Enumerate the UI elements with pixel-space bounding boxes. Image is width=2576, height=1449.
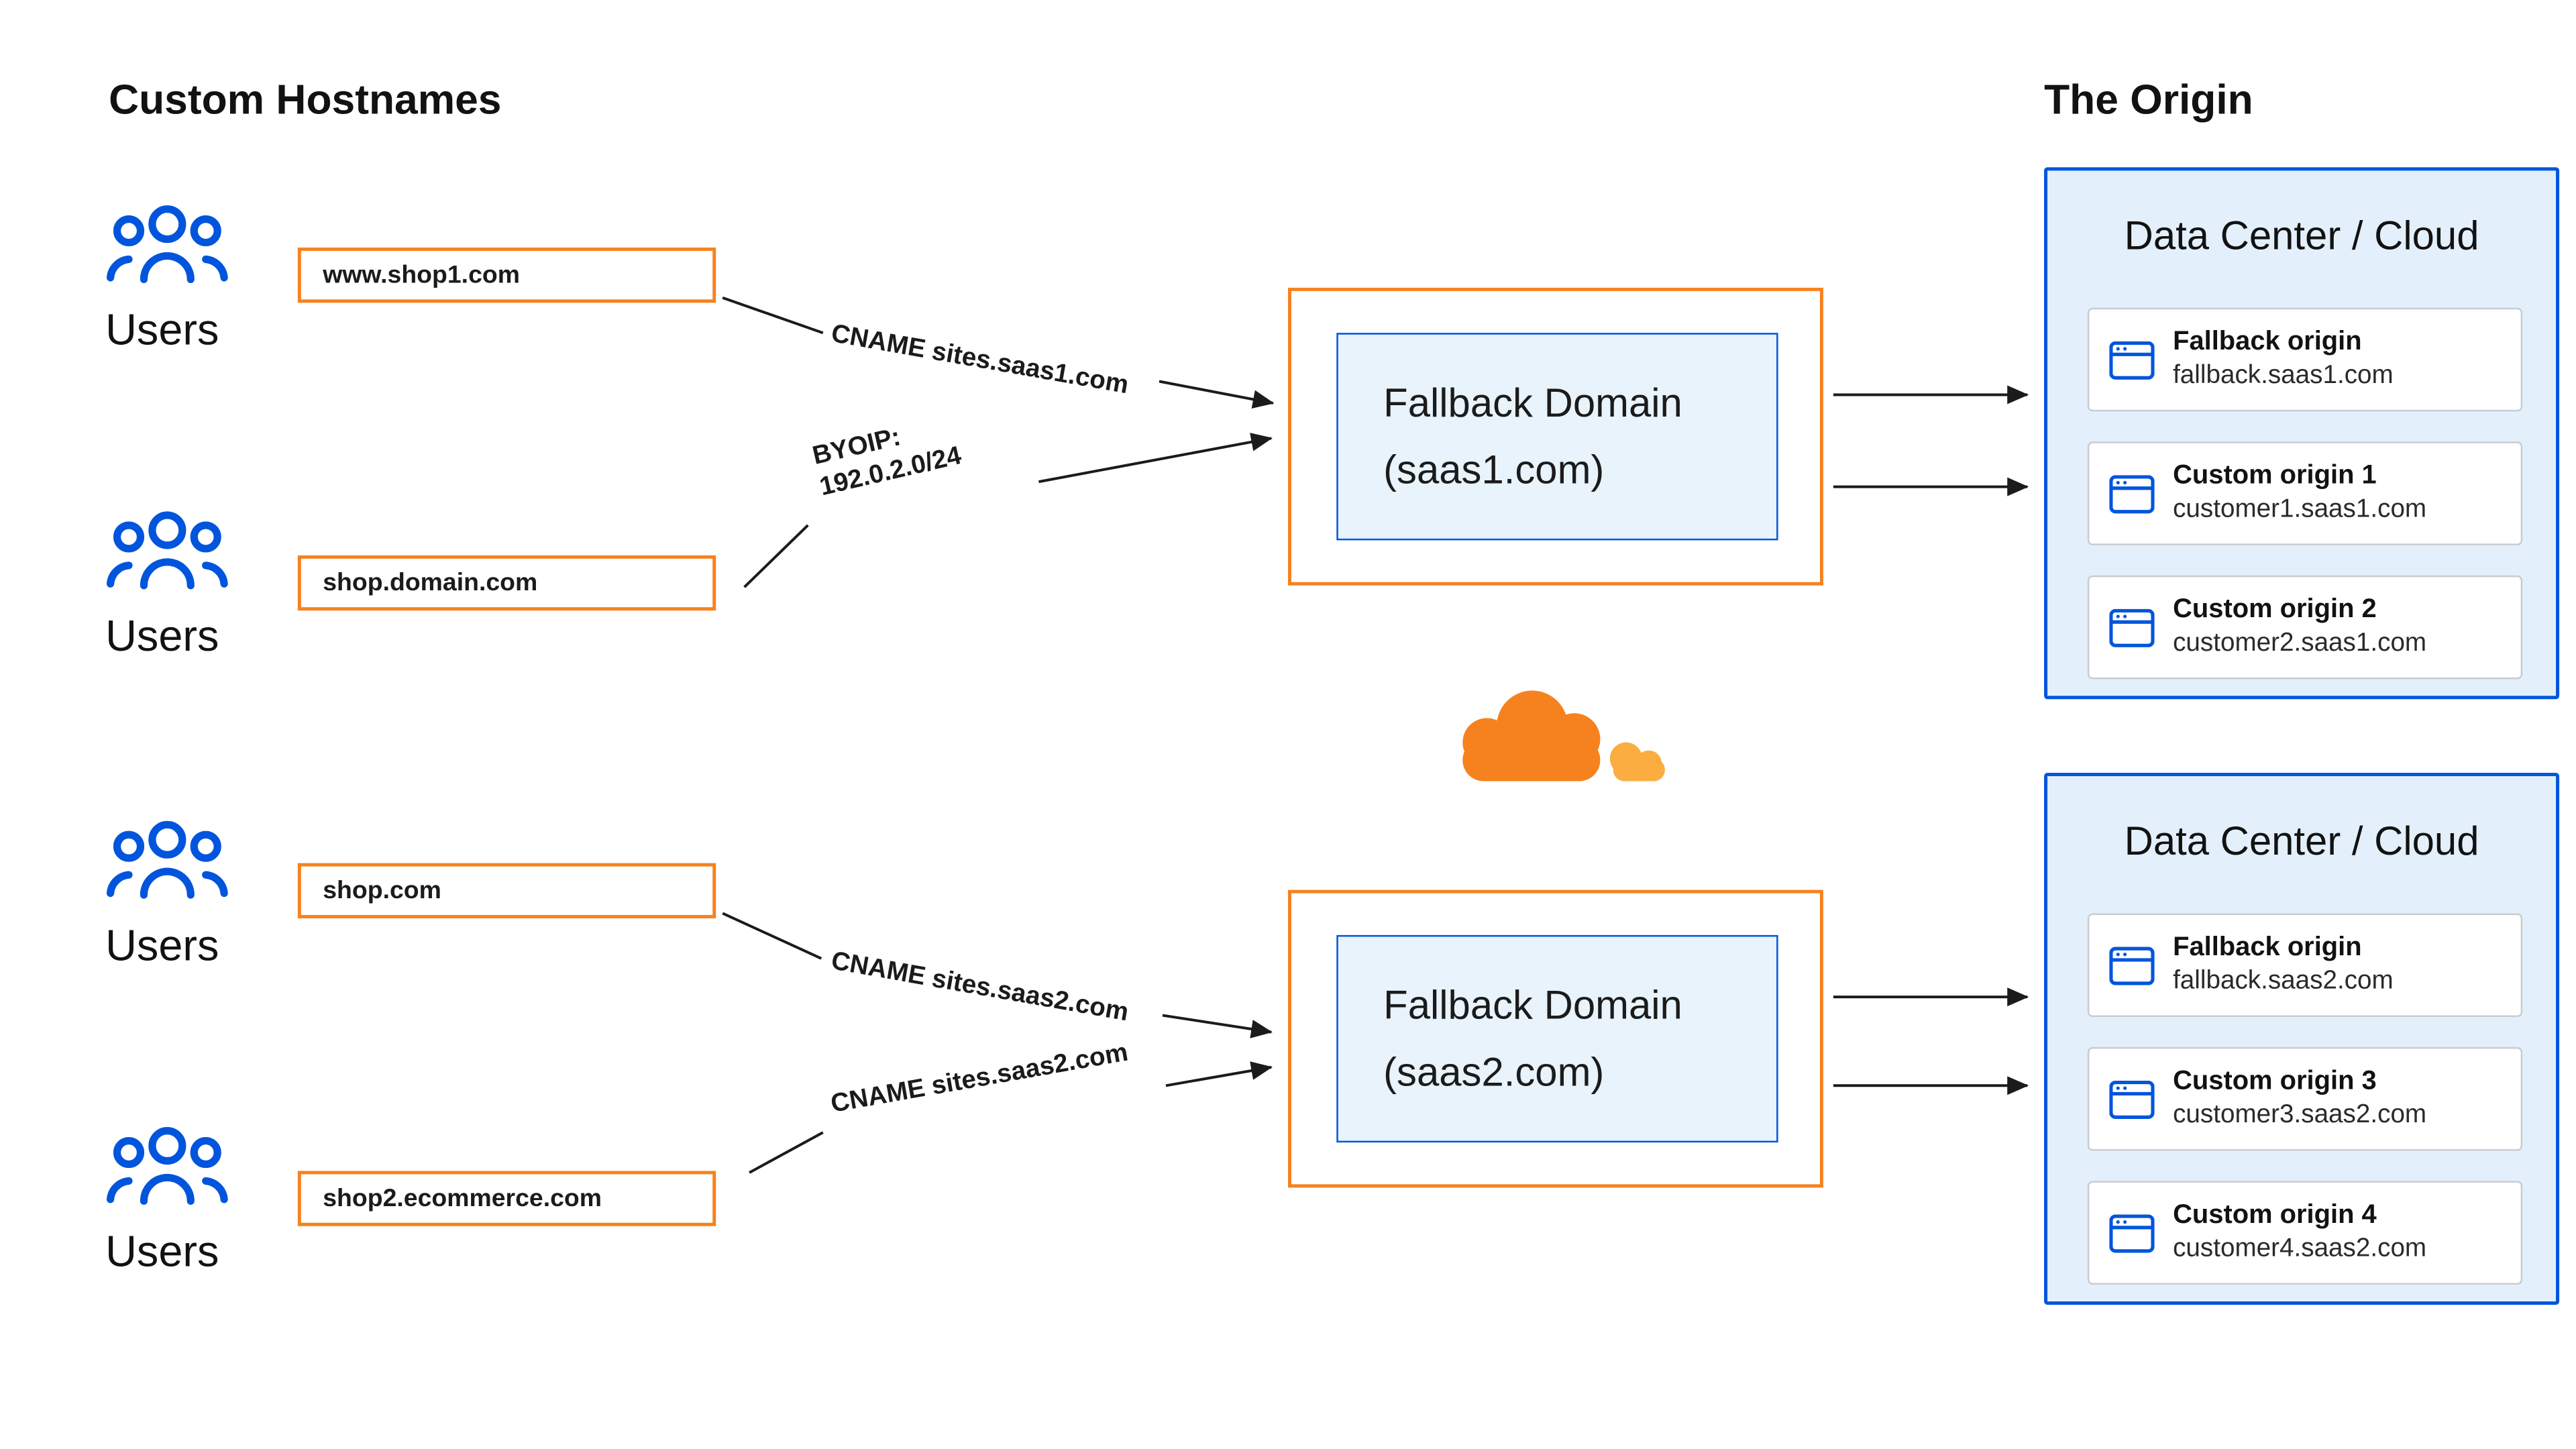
fallback-domain-line2: (saas1.com) bbox=[1383, 448, 1605, 494]
hostname-box-shopdomain: shop.domain.com bbox=[297, 555, 716, 611]
panel-title: Data Center / Cloud bbox=[2124, 214, 2479, 260]
edge-label-cname-saas2-b: CNAME sites.saas2.com bbox=[828, 1038, 1130, 1119]
users-icon bbox=[105, 507, 229, 598]
arrow-label-to-fallback1 bbox=[1159, 380, 1275, 409]
origin-card-custom2-saas1: Custom origin 2 customer2.saas1.com bbox=[2087, 575, 2523, 680]
hostname-box-shopcom: shop.com bbox=[297, 863, 716, 918]
cloudflare-logo-icon bbox=[1432, 674, 1682, 792]
arrow-shop1-to-label bbox=[722, 296, 824, 335]
arrow-shop2-to-label bbox=[749, 1131, 824, 1174]
origin-panel-saas1: Data Center / Cloud Fallback origin fall… bbox=[2044, 167, 2560, 700]
user-group-3: Users bbox=[105, 816, 229, 972]
user-group-4: Users bbox=[105, 1122, 229, 1278]
cloudflare-cloud-main bbox=[1462, 690, 1601, 782]
edge-label-cname-saas1: CNAME sites.saas1.com bbox=[828, 319, 1131, 400]
browser-icon bbox=[2109, 1079, 2155, 1118]
browser-icon bbox=[2109, 946, 2155, 985]
origin-card-subtitle: customer4.saas2.com bbox=[2173, 1234, 2427, 1263]
browser-icon bbox=[2109, 340, 2155, 379]
fallback-domain-box-saas2: Fallback Domain (saas2.com) bbox=[1288, 890, 1823, 1188]
origin-card-subtitle: fallback.saas2.com bbox=[2173, 967, 2394, 996]
users-icon bbox=[105, 201, 229, 291]
browser-icon bbox=[2109, 608, 2155, 647]
arrow-label2-to-fallback2 bbox=[1165, 1061, 1273, 1087]
origin-card-title: Custom origin 4 bbox=[2173, 1201, 2377, 1230]
origin-card-custom3-saas2: Custom origin 3 customer3.saas2.com bbox=[2087, 1046, 2523, 1151]
origin-card-fallback-saas1: Fallback origin fallback.saas1.com bbox=[2087, 307, 2523, 412]
heading-the-origin: The Origin bbox=[2044, 76, 2253, 124]
origin-card-custom4-saas2: Custom origin 4 customer4.saas2.com bbox=[2087, 1181, 2523, 1285]
origin-card-subtitle: customer1.saas1.com bbox=[2173, 495, 2427, 524]
browser-icon bbox=[2109, 1214, 2155, 1252]
origin-card-custom1-saas1: Custom origin 1 customer1.saas1.com bbox=[2087, 441, 2523, 545]
cloudflare-cloud-light bbox=[1609, 742, 1665, 782]
users-label: Users bbox=[105, 304, 219, 355]
origin-card-title: Custom origin 1 bbox=[2173, 462, 2377, 490]
arrow-label-to-fallback2 bbox=[1162, 1014, 1273, 1038]
users-label: Users bbox=[105, 1226, 219, 1277]
fallback-domain-line1: Fallback Domain bbox=[1383, 983, 1682, 1029]
origin-card-subtitle: fallback.saas1.com bbox=[2173, 361, 2394, 390]
fallback-domain-box-saas1: Fallback Domain (saas1.com) bbox=[1288, 287, 1823, 586]
hostname-box-shop1: www.shop1.com bbox=[297, 248, 716, 303]
user-group-2: Users bbox=[105, 507, 229, 663]
origin-card-title: Custom origin 2 bbox=[2173, 595, 2377, 625]
fallback-domain-line2: (saas2.com) bbox=[1383, 1050, 1605, 1096]
origin-card-subtitle: customer2.saas1.com bbox=[2173, 629, 2427, 657]
edge-label-byoip: BYOIP: 192.0.2.0/24 bbox=[810, 409, 965, 504]
users-icon bbox=[105, 816, 229, 907]
edge-label-cname-saas2-a: CNAME sites.saas2.com bbox=[828, 947, 1131, 1028]
arrow-shopdomain-to-label bbox=[743, 524, 809, 588]
users-label: Users bbox=[105, 610, 219, 661]
origin-card-subtitle: customer3.saas2.com bbox=[2173, 1100, 2427, 1130]
heading-custom-hostnames: Custom Hostnames bbox=[109, 76, 502, 124]
origin-panel-saas2: Data Center / Cloud Fallback origin fall… bbox=[2044, 773, 2560, 1305]
user-group-1: Users bbox=[105, 201, 229, 356]
origin-card-title: Fallback origin bbox=[2173, 933, 2362, 962]
origin-card-title: Fallback origin bbox=[2173, 327, 2362, 357]
fallback-domain-inner-saas2: Fallback Domain (saas2.com) bbox=[1336, 934, 1778, 1143]
panel-title: Data Center / Cloud bbox=[2124, 819, 2479, 865]
browser-icon bbox=[2109, 474, 2155, 513]
fallback-domain-line1: Fallback Domain bbox=[1383, 381, 1682, 427]
arrow-byoip-to-fallback1 bbox=[1038, 433, 1273, 484]
users-label: Users bbox=[105, 920, 219, 971]
origin-card-title: Custom origin 3 bbox=[2173, 1067, 2377, 1096]
origin-card-fallback-saas2: Fallback origin fallback.saas2.com bbox=[2087, 913, 2523, 1018]
fallback-domain-inner-saas1: Fallback Domain (saas1.com) bbox=[1336, 333, 1778, 541]
hostname-box-shop2: shop2.ecommerce.com bbox=[297, 1171, 716, 1226]
arrow-shopcom-to-label bbox=[722, 912, 822, 960]
users-icon bbox=[105, 1122, 229, 1213]
